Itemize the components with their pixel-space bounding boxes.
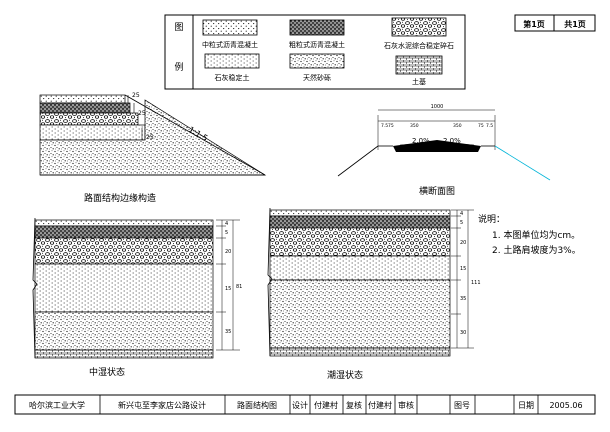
wet-dim-2: 5	[460, 220, 463, 226]
legend-title-top: 图	[174, 22, 183, 33]
notes-title: 说明：	[478, 213, 505, 225]
title-project: 新兴屯至李家店公路设计	[118, 400, 206, 410]
notes-line-2: 2. 土路肩坡度为3%。	[492, 244, 581, 256]
legend-label-sand-gravel: 天然砂砾	[303, 73, 331, 82]
mid-dim-4: 15	[225, 286, 231, 292]
mid-dim-total: 81	[236, 284, 242, 290]
title-institution: 哈尔滨工业大学	[29, 400, 85, 410]
total-label: 共1页	[564, 19, 586, 29]
legend-swatch-coarse-asphalt	[289, 19, 345, 36]
legend-swatch-subgrade	[395, 55, 443, 75]
title-date: 2005.06	[549, 401, 582, 410]
wet-dim-1: 4	[460, 211, 463, 217]
notes-line-1: 1. 本图单位均为cm。	[492, 229, 580, 241]
legend-label-coarse-asphalt: 粗粒式沥青混凝土	[289, 40, 345, 49]
page-counter: 第1页 共1页	[514, 14, 596, 32]
legend-label-lime-soil: 石灰稳定土	[215, 73, 250, 82]
cross-left-slope: 2.0%	[412, 137, 430, 145]
cross-seg-6: 7.5	[486, 123, 493, 129]
title-audit-label: 审核	[398, 400, 414, 410]
cross-seg-5: 75	[478, 123, 484, 129]
edge-detail-caption: 路面结构边缘构造	[84, 192, 156, 204]
wet-dim-4: 15	[460, 266, 466, 272]
wet-dim-total: 111	[471, 280, 481, 286]
legend-swatch-sand-gravel	[289, 53, 345, 69]
title-drawing: 路面结构图	[237, 400, 277, 410]
title-reviewer: 付建村	[368, 400, 392, 410]
title-date-label: 日期	[518, 401, 534, 410]
cross-seg-2: 75	[388, 123, 394, 129]
title-block: 哈尔滨工业大学 新兴屯至李家店公路设计 路面结构图 设计 付建村 复核 付建村 …	[14, 394, 596, 415]
cross-section-drawing: 1000 7.5 75 350 350 75 7.5 2.0% 2.0%	[337, 104, 551, 181]
legend-title-bottom: 例	[174, 61, 183, 73]
cross-seg-1: 7.5	[381, 123, 388, 129]
legend-label-cement-stone: 石灰水泥综合稳定碎石	[384, 41, 454, 50]
mid-dim-2: 5	[225, 230, 228, 236]
title-figno-label: 图号	[454, 401, 470, 410]
legend-swatch-fine-asphalt	[202, 19, 258, 36]
cross-section-caption: 横断面图	[419, 185, 455, 197]
mid-dim-3: 20	[225, 249, 231, 255]
title-designer: 付建村	[314, 400, 338, 410]
section-mid-drawing: 4 5 20 15 35 81	[32, 217, 242, 359]
title-review-label: 复核	[346, 400, 362, 410]
wet-dim-3: 20	[460, 240, 466, 246]
cross-seg-4: 350	[453, 123, 462, 129]
legend-swatch-cement-stone	[391, 17, 447, 37]
legend-label-fine-asphalt: 中粒式沥青混凝土	[202, 40, 258, 49]
legend-label-subgrade: 土基	[412, 77, 426, 86]
section-wet-caption: 潮湿状态	[327, 369, 363, 381]
title-design-label: 设计	[292, 400, 308, 410]
mid-dim-5: 35	[225, 329, 231, 335]
edge-detail-drawing: 25 25 25 1:1.5	[39, 92, 267, 176]
cross-cyan-slope	[494, 145, 551, 181]
edge-dim-3: 25	[146, 134, 154, 141]
cross-total-width: 1000	[431, 104, 444, 110]
edge-dim-2: 25	[138, 110, 146, 117]
edge-dim-1: 25	[132, 92, 140, 99]
legend-swatch-lime-soil	[204, 53, 260, 69]
sheet-label: 第1页	[523, 19, 545, 29]
section-wet-drawing: 4 5 20 15 35 30 111	[267, 207, 481, 357]
cross-seg-3: 350	[410, 123, 419, 129]
legend-box: 图 例 中粒式沥青混凝土 粗粒式沥青混凝土 石灰水泥综合稳定碎石 石灰稳定土 天…	[164, 14, 466, 90]
section-mid-caption: 中湿状态	[89, 366, 125, 378]
mid-dim-1: 4	[225, 221, 228, 227]
cross-right-slope: 2.0%	[443, 137, 461, 145]
wet-dim-5: 35	[460, 296, 466, 302]
wet-dim-6: 30	[460, 330, 466, 336]
